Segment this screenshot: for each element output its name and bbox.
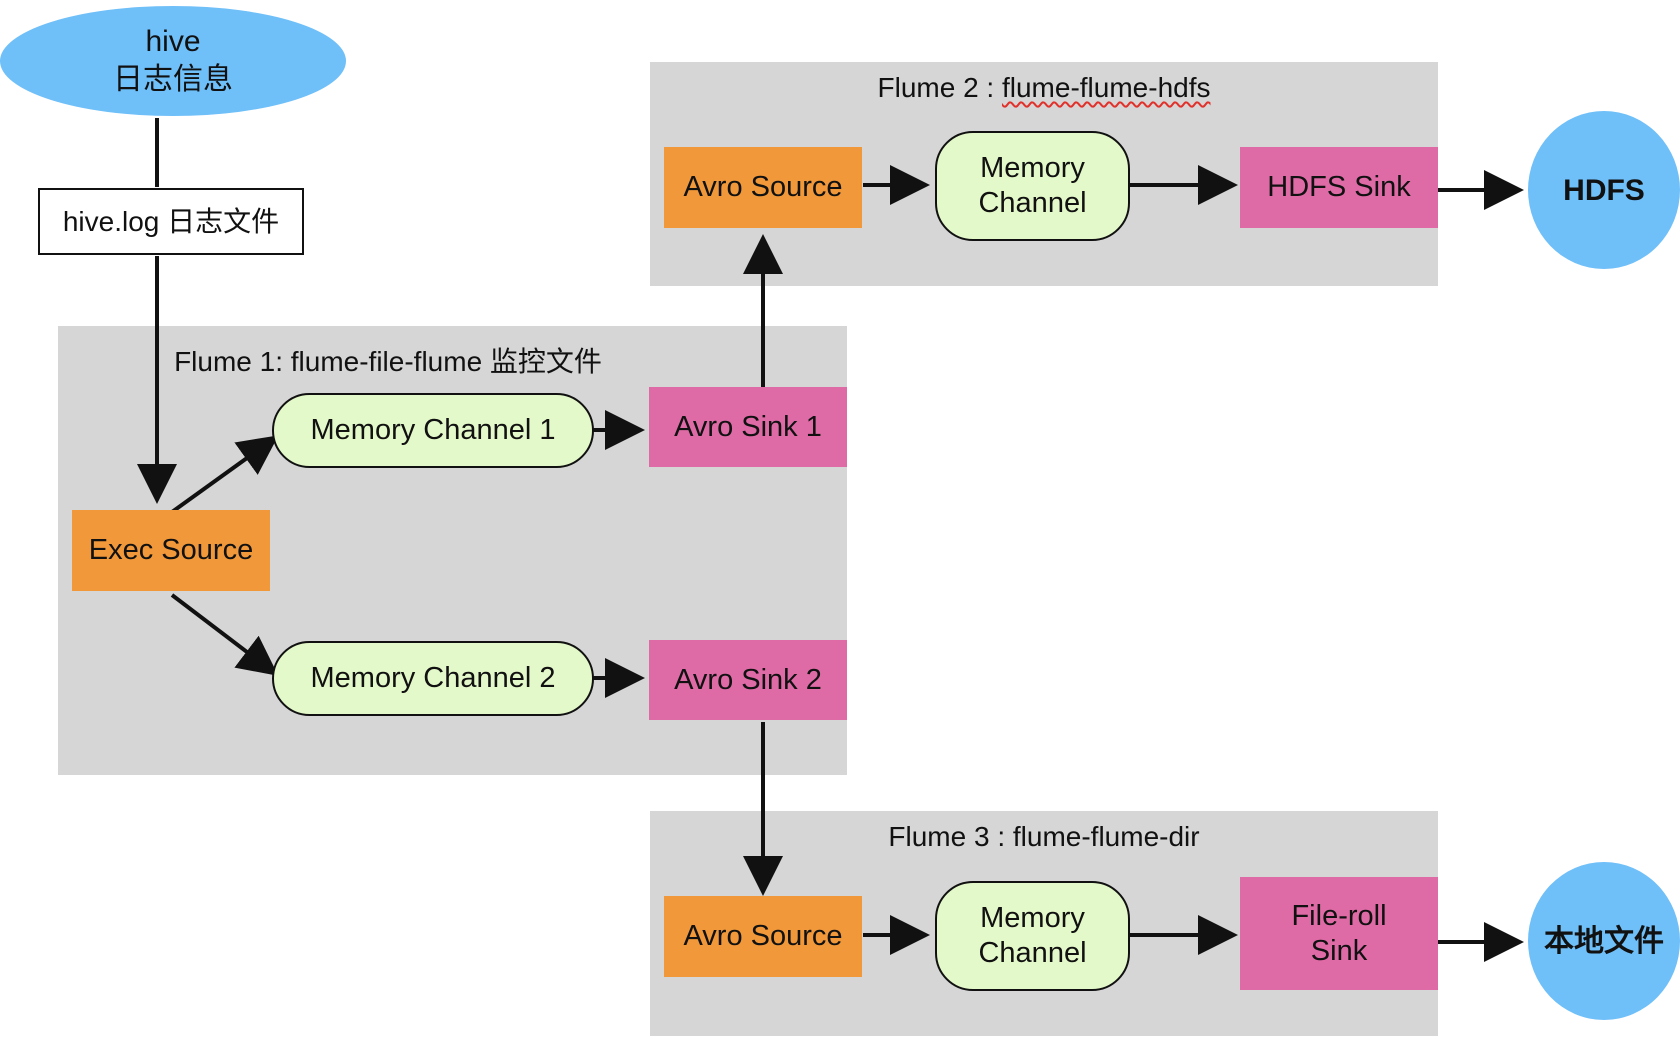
- exec-source-node: Exec Source: [72, 510, 270, 591]
- flume3-title: Flume 3 : flume-flume-dir: [888, 821, 1200, 852]
- flume3-avro-source-node: Avro Source: [664, 896, 862, 977]
- local-file-target-node: 本地文件: [1528, 862, 1680, 1020]
- flume2-title: Flume 2 : flume-flume-hdfs: [877, 72, 1211, 103]
- memory-channel-1-node: Memory Channel 1: [272, 393, 594, 468]
- file-roll-sink-node: File-roll Sink: [1240, 877, 1438, 990]
- memory-channel-2-node: Memory Channel 2: [272, 641, 594, 716]
- flume2-title-name: flume-flume-hdfs: [1001, 72, 1211, 103]
- hive-log-info-node: hive 日志信息: [0, 6, 346, 116]
- hive-label: hive: [145, 25, 201, 58]
- flume1-title: Flume 1: flume-file-flume 监控文件: [174, 346, 602, 377]
- hdfs-target-node: HDFS: [1528, 111, 1680, 269]
- avro-sink-1-node: Avro Sink 1: [649, 387, 847, 467]
- hive-log-file-box: hive.log 日志文件: [38, 188, 304, 255]
- flume2-memory-channel-node: Memory Channel: [935, 131, 1130, 241]
- flume2-avro-source-node: Avro Source: [664, 147, 862, 228]
- hive-subtitle: 日志信息: [113, 63, 233, 96]
- hdfs-sink-node: HDFS Sink: [1240, 147, 1438, 228]
- avro-sink-2-node: Avro Sink 2: [649, 640, 847, 720]
- arrow-exec-to-channel1: [170, 435, 279, 514]
- flume3-memory-channel-node: Memory Channel: [935, 881, 1130, 991]
- arrow-exec-to-channel2: [170, 593, 279, 676]
